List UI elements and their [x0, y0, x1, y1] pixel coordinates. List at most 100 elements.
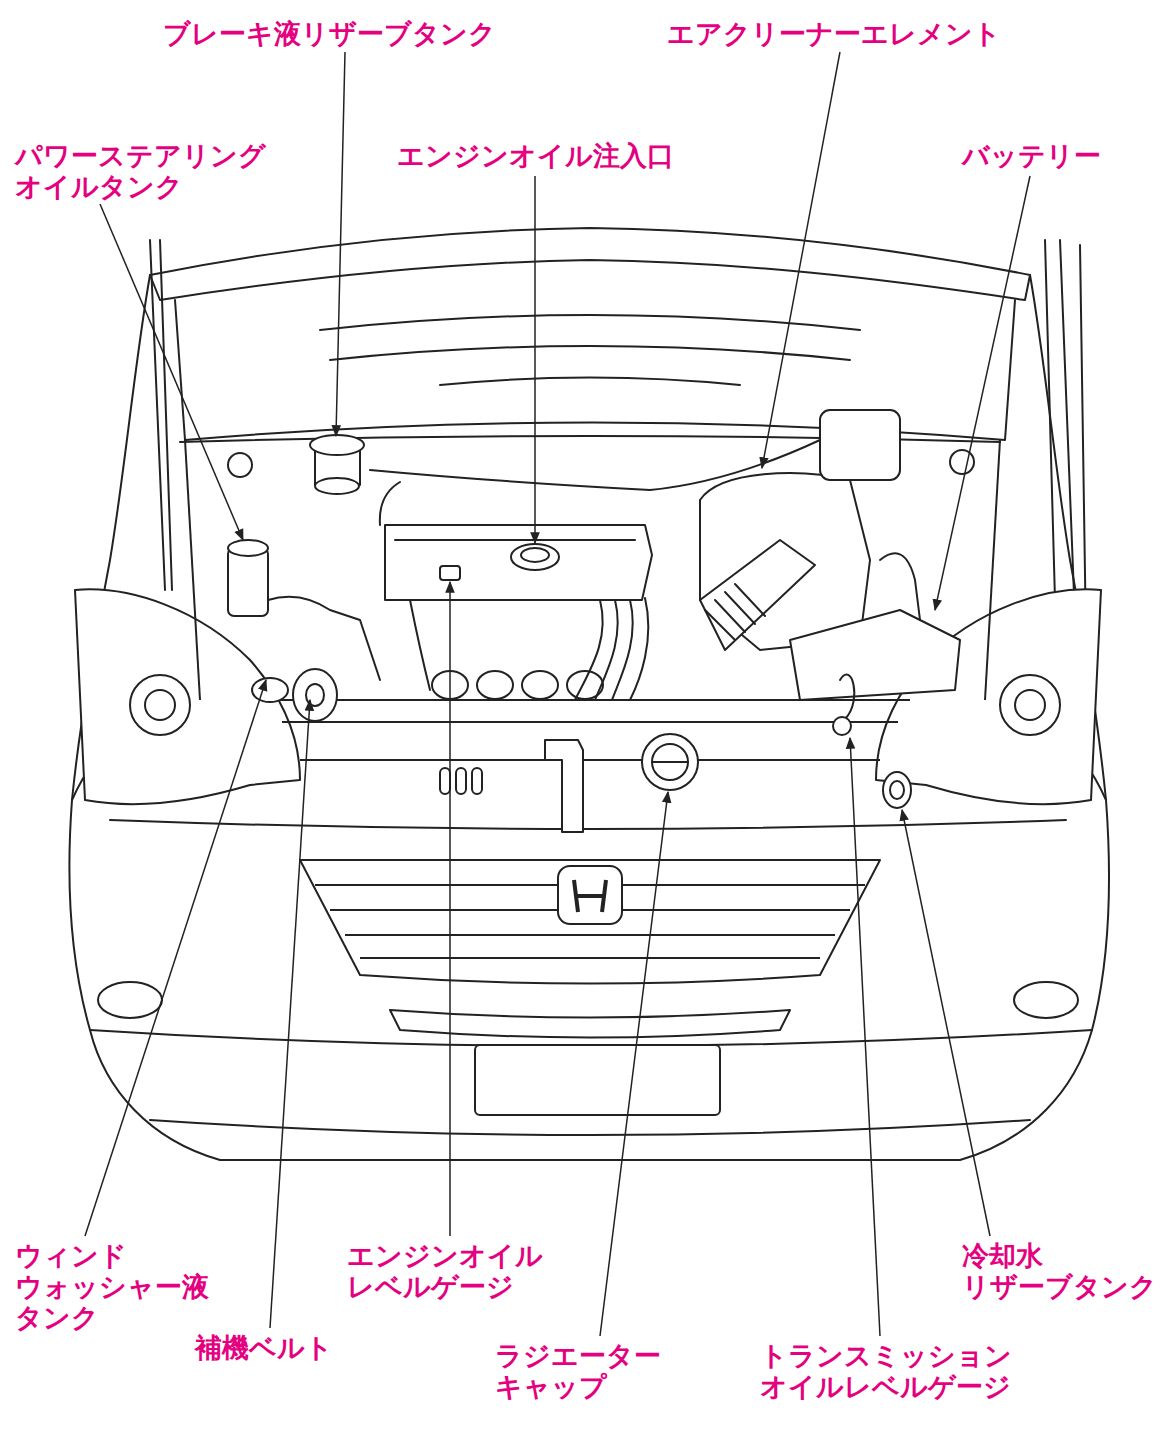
part-label: ブレーキ液リザーブタンク [163, 18, 496, 49]
leader-lines-part [534, 176, 536, 543]
engine-components-part [293, 669, 337, 721]
open-hood-part [1060, 240, 1075, 620]
part-label: 冷却水 リザーブタンク [962, 1240, 1157, 1302]
engine-components-part [652, 761, 688, 763]
part-label: バッテリー [962, 140, 1101, 171]
engine-components-part [522, 671, 558, 699]
engine-components-part [883, 772, 911, 808]
front-grille-part [558, 866, 622, 924]
radiator-support-part [545, 740, 583, 832]
radiator-support-part [985, 440, 1000, 700]
front-grille-part [300, 860, 880, 984]
leader-lines-part [449, 582, 451, 1236]
radiator-support-part [300, 759, 880, 761]
front-bumper [98, 982, 1078, 1115]
open-hood-part [330, 346, 850, 360]
engine-components-part [612, 600, 633, 700]
open-hood [150, 228, 1086, 640]
leader-lines-part [902, 810, 990, 1236]
engine-components-part [890, 781, 904, 799]
part-label: エアクリーナーエレメント [667, 18, 1001, 49]
open-hood-part [160, 240, 172, 590]
engine-components-part [790, 610, 960, 700]
open-hood-part [1080, 245, 1086, 640]
engine-components-part [521, 548, 549, 562]
engine-components-part [410, 600, 430, 690]
front-bumper-part [475, 1045, 720, 1115]
engine-components-part [833, 717, 851, 735]
car-body-part [110, 820, 1066, 829]
part-label: エンジンオイル レベルゲージ [347, 1240, 543, 1302]
engine-components-part [228, 453, 252, 477]
leader-lines-part [600, 792, 668, 1336]
engine-components-part [700, 473, 870, 650]
headlights-part [145, 690, 175, 720]
engine-components-part [395, 539, 635, 541]
front-grille-part [574, 880, 606, 912]
radiator-support-part [282, 721, 898, 723]
front-bumper-part [1014, 982, 1078, 1018]
part-label: ラジエーター キャップ [495, 1340, 661, 1402]
engine-components-part [575, 600, 603, 700]
part-label: ウィンド ウォッシャー液 タンク [15, 1240, 209, 1333]
engine-components-part [268, 597, 380, 680]
radiator-support-part [472, 768, 482, 794]
open-hood-part [320, 315, 860, 330]
open-hood-part [440, 378, 740, 386]
leader-lines-part [935, 176, 1030, 610]
leader-lines-part [850, 738, 880, 1336]
leader-lines-part [100, 204, 243, 540]
engine-components [228, 410, 974, 808]
engine-components-part [880, 553, 920, 620]
engine-components-part [950, 450, 974, 474]
headlights-part [130, 675, 190, 735]
part-label: パワーステアリング オイルタンク [15, 140, 266, 202]
engine-components-part [652, 744, 688, 780]
engine-components-part [228, 540, 268, 556]
open-hood-part [1045, 240, 1055, 600]
radiator-support-part [440, 768, 450, 794]
leader-lines [85, 52, 1030, 1336]
front-grille-part [360, 957, 820, 959]
headlights-part [75, 589, 300, 804]
engine-components-part [840, 675, 854, 718]
part-label: 補機ベルト [195, 1332, 333, 1363]
open-hood-part [150, 228, 1030, 300]
leader-lines-part [270, 700, 310, 1328]
car-body [69, 275, 1109, 1160]
engine-components-part [511, 544, 559, 570]
engine-components-part [642, 734, 698, 790]
front-grille [300, 860, 880, 984]
radiator-support-part [456, 768, 466, 794]
engine-components-part [700, 540, 815, 650]
part-label: エンジンオイル注入口 [397, 140, 674, 171]
leader-lines-part [336, 52, 345, 436]
engine-components-part [380, 482, 400, 525]
engine-components-part [595, 600, 618, 700]
part-label: トランスミッション オイルレベルゲージ [760, 1340, 1012, 1402]
engine-components-part [228, 548, 268, 616]
engine-components-part [477, 671, 513, 699]
leader-lines-part [762, 52, 840, 468]
engine-components-part [705, 584, 765, 640]
engine-components-part [310, 435, 364, 455]
radiator-support [185, 440, 1000, 832]
engine-components-part [306, 684, 324, 706]
front-bumper-part [98, 982, 162, 1018]
headlights [75, 589, 1101, 804]
radiator-support-part [185, 440, 200, 700]
engine-components-part [385, 525, 652, 600]
leader-lines-part [85, 680, 266, 1236]
engine-components-part [252, 678, 288, 702]
headlights-part [1000, 675, 1060, 735]
engine-components-part [315, 478, 359, 494]
engine-components-part [440, 566, 460, 580]
headlights-part [1015, 690, 1045, 720]
front-grille-part [345, 934, 835, 936]
car-body-part [69, 275, 1109, 1160]
engine-components-part [630, 598, 648, 700]
engine-components-part [820, 410, 900, 480]
